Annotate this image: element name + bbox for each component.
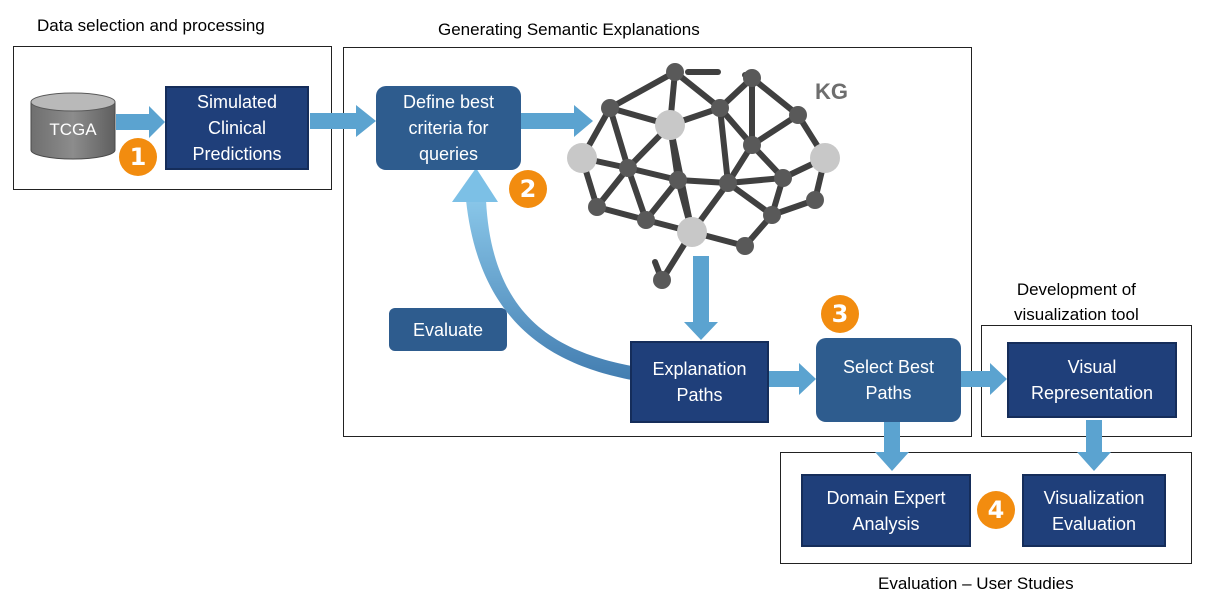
select-best-paths-box: Select Best Paths [816,338,961,422]
explanation-paths-box: Explanation Paths [630,341,769,423]
arrow-kg-to-explanation [684,256,718,340]
arrow-define-to-kg [520,105,593,137]
visualization-evaluation-label: Visualization Evaluation [1043,487,1145,534]
section-title-evaluation: Evaluation – User Studies [878,574,1074,593]
step-badge-3: 3 [821,295,859,333]
visualization-evaluation-box: Visualization Evaluation [1022,474,1166,547]
arrow-tcga-to-simulated [116,106,165,138]
domain-expert-analysis-box: Domain Expert Analysis [801,474,971,547]
arrow-select-to-domain [875,421,909,471]
section-title-semantic: Generating Semantic Explanations [438,20,700,39]
step-badge-2: 2 [509,170,547,208]
arrow-visual-to-vizeval [1077,420,1111,471]
section-title-visualization: Development of visualization tool [1014,280,1139,324]
flow-arrows [116,105,1111,471]
visual-representation-label: Visual Representation [1030,357,1154,403]
arrow-select-to-visual [960,363,1007,395]
simulated-clinical-predictions-label: Simulated Clinical Predictions [192,92,282,164]
step-badge-4: 4 [977,491,1015,529]
define-criteria-label: Define best criteria for queries [402,92,495,164]
evaluate-label: Evaluate [412,319,484,340]
kg-nodes [567,63,840,289]
domain-expert-analysis-label: Domain Expert Analysis [826,487,946,534]
simulated-clinical-predictions-box: Simulated Clinical Predictions [165,86,309,170]
step-badge-1: 1 [119,138,157,176]
tcga-database-icon [30,92,116,160]
arrow-feedback-curve [452,168,632,380]
explanation-paths-label: Explanation Paths [652,359,747,405]
visual-representation-box: Visual Representation [1007,342,1177,418]
section-title-data-selection: Data selection and processing [37,16,265,35]
kg-label: KG [815,79,848,104]
evaluate-box: Evaluate [389,308,507,351]
arrow-explanation-to-select [768,363,816,395]
arrow-simulated-to-define [310,105,376,137]
tcga-label: TCGA [49,120,97,139]
define-criteria-box: Define best criteria for queries [376,86,521,170]
select-best-paths-label: Select Best Paths [842,357,935,403]
